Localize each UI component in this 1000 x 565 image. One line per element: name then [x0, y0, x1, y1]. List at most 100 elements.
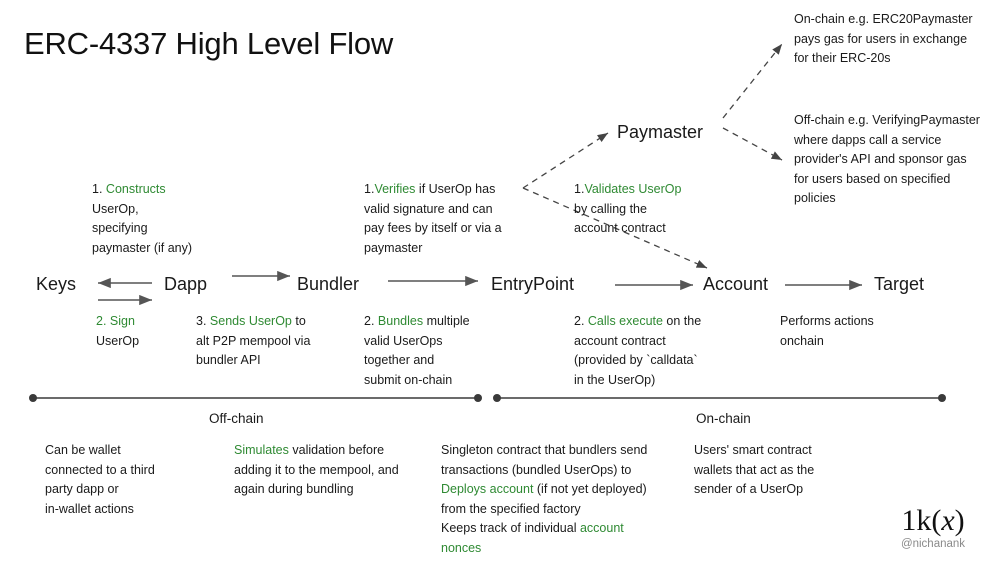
note-line: for their ERC-20s [794, 51, 891, 65]
note-paymaster-onchain: On-chain e.g. ERC20Paymaster pays gas fo… [794, 10, 999, 69]
note-index: 1. [92, 182, 103, 196]
watermark-handle: @nichanank [900, 538, 966, 550]
node-target[interactable]: Target [874, 274, 925, 294]
para-tail: validation before [288, 443, 385, 457]
note-line: 2. Bundles multiple [364, 312, 514, 332]
note-line: 1.Verifies if UserOp has [364, 180, 524, 200]
note-line: UserOp [96, 333, 140, 348]
note-verb: Verifies [374, 182, 416, 196]
note-line: submit on-chain [364, 372, 453, 387]
node-dapp[interactable]: Dapp [164, 274, 208, 294]
note-verb: Sends UserOp [209, 314, 292, 328]
note-line: pay fees by itself or via a [364, 221, 502, 235]
note-line: bundler API [196, 353, 261, 367]
watermark-suffix: ) [954, 504, 965, 537]
note-line: by calling the [574, 201, 647, 216]
note-line: paymaster [364, 240, 423, 255]
note-index: 3. [196, 314, 210, 328]
para-line: Can be wallet [45, 443, 121, 457]
node-entrypoint[interactable]: EntryPoint [491, 274, 575, 294]
description-keys: Can be wallet connected to a third party… [45, 441, 220, 519]
page-title: ERC-4337 High Level Flow [24, 26, 394, 61]
note-line: specifying [92, 221, 148, 235]
para-line: Deploys account (if not yet deployed) [441, 480, 689, 500]
note-line: account contract [574, 333, 666, 348]
para-tail: (if not yet deployed) [533, 482, 647, 496]
watermark: 1k(x) @nichanank [878, 505, 988, 551]
note-line: alt P2P mempool via [196, 333, 311, 348]
note-index: 2. [574, 314, 588, 328]
watermark-x: x [941, 504, 955, 537]
note-line: where dapps call a service [794, 132, 942, 147]
para-line: from the specified factory [441, 501, 581, 516]
note-line: pays gas for users in exchange [794, 31, 968, 46]
note-verb: Validates UserOp [584, 182, 682, 196]
para-line: sender of a UserOp [694, 482, 804, 496]
note-entrypoint-calls-execute: 2. Calls execute on the account contract… [574, 312, 754, 390]
node-account[interactable]: Account [703, 274, 769, 294]
note-line: 2. Calls execute on the [574, 312, 754, 332]
node-keys[interactable]: Keys [36, 274, 77, 294]
note-line: for users based on specified [794, 171, 951, 186]
note-line: 1. Constructs [92, 180, 242, 200]
watermark-prefix: 1k( [901, 504, 942, 537]
note-target-performs: Performs actions onchain [780, 312, 950, 351]
note-tail: to [291, 314, 306, 328]
note-verb: Calls execute [587, 314, 663, 328]
note-line: paymaster (if any) [92, 240, 193, 255]
note-line: On-chain e.g. ERC20Paymaster [794, 12, 973, 26]
para-line: connected to a third [45, 462, 155, 477]
note-index: 2. [364, 314, 378, 328]
note-line: Off-chain e.g. VerifyingPaymaster [794, 113, 980, 127]
note-dapp-sign: 2. Sign UserOp [96, 312, 206, 351]
note-dapp-constructs: 1. Constructs UserOp, specifying paymast… [92, 180, 242, 258]
para-line: Simulates validation before [234, 441, 434, 461]
band-rule-onchain [493, 394, 946, 402]
para-verb: Simulates [234, 443, 289, 457]
para-line: nonces [441, 540, 482, 555]
note-line: Performs actions [780, 314, 874, 328]
note-line: (provided by `calldata` [574, 353, 698, 367]
note-line: valid UserOps [364, 333, 443, 348]
para-green: account [579, 521, 624, 535]
para-line: Users' smart contract [694, 443, 812, 457]
note-dapp-sends-userop: 3. Sends UserOp to alt P2P mempool via b… [196, 312, 356, 371]
note-line: together and [364, 353, 435, 367]
note-index: 1. [574, 182, 585, 196]
para-line: adding it to the mempool, and [234, 462, 399, 477]
watermark-mark: 1k(x) [878, 505, 988, 537]
node-bundler[interactable]: Bundler [297, 274, 360, 294]
note-line: 1.Validates UserOp [574, 180, 724, 200]
note-tail: multiple [423, 314, 470, 328]
note-paymaster-offchain: Off-chain e.g. VerifyingPaymaster where … [794, 111, 1000, 209]
para-line: Singleton contract that bundlers send [441, 443, 648, 457]
band-label-offchain: Off-chain [209, 411, 264, 426]
note-index: 1. [364, 182, 375, 196]
para-line: transactions (bundled UserOps) to [441, 462, 632, 477]
para-lead: Keeps track of individual [441, 521, 580, 535]
note-line: 3. Sends UserOp to [196, 312, 356, 332]
band-label-onchain: On-chain [696, 411, 751, 426]
note-tail: on the [662, 314, 702, 328]
description-account: Users' smart contract wallets that act a… [694, 441, 884, 500]
note-line: in the UserOp) [574, 372, 656, 387]
node-paymaster[interactable]: Paymaster [617, 122, 704, 142]
note-verb: Bundles [377, 314, 424, 328]
dashed-arrow-paymaster-to-onchain-note [722, 43, 783, 119]
para-line: in-wallet actions [45, 501, 134, 516]
note-tail: if UserOp has [415, 182, 496, 196]
note-line: valid signature and can [364, 201, 493, 216]
note-entrypoint-validates: 1.Validates UserOp by calling the accoun… [574, 180, 724, 239]
para-line: again during bundling [234, 482, 354, 496]
para-line: Keeps track of individual account [441, 519, 689, 539]
note-line: policies [794, 191, 836, 205]
note-line: account contract [574, 221, 666, 235]
note-line: 2. Sign [96, 314, 135, 328]
para-line: party dapp or [45, 482, 119, 496]
para-line: wallets that act as the [694, 462, 815, 477]
para-green: Deploys account [441, 482, 534, 496]
note-bundler-bundles: 2. Bundles multiple valid UserOps togeth… [364, 312, 514, 390]
note-line: onchain [780, 333, 824, 348]
band-rule-offchain [29, 394, 482, 402]
